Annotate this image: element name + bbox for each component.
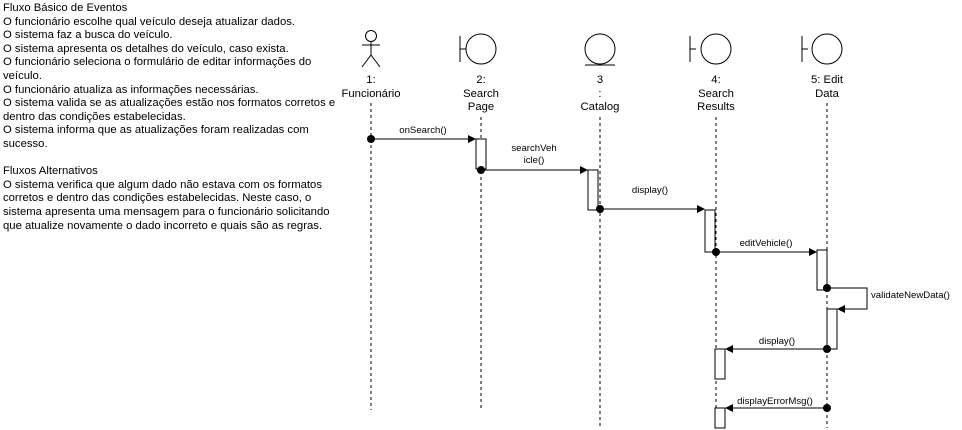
participant-label-line: 5: Edit bbox=[810, 74, 844, 86]
participant-label-search-results: 4: Search Results bbox=[671, 74, 761, 115]
basic-flow-line: O sistema informa que as atualizações fo… bbox=[3, 124, 309, 150]
message-label-display1: display() bbox=[631, 185, 669, 196]
message-source-dot bbox=[823, 404, 831, 412]
participant-label-catalog: 3 : Catalog bbox=[555, 74, 645, 115]
boundary-icon bbox=[801, 33, 843, 65]
basic-flow-line: O sistema valida se as atualizações estã… bbox=[3, 97, 336, 123]
participant-label-line: Funcionário bbox=[341, 87, 401, 100]
message-source-dot bbox=[596, 205, 604, 213]
message-label-editvehicle: editVehicle() bbox=[739, 238, 793, 249]
participant-label-line: 2: bbox=[476, 74, 486, 86]
participant-label-funcionario: 1: Funcionário bbox=[326, 74, 416, 101]
activation-bar bbox=[826, 308, 838, 350]
message-source-dot bbox=[712, 248, 720, 256]
message-source-dot bbox=[823, 345, 831, 353]
activation-bar bbox=[714, 407, 726, 429]
message-label-line: searchVeh bbox=[511, 143, 557, 154]
entity-icon bbox=[584, 33, 616, 66]
activation-bar bbox=[475, 138, 487, 170]
use-case-notes: Fluxo Básico de Eventos O funcionário es… bbox=[3, 2, 338, 233]
participant-label-search-page: 2: Search Page bbox=[436, 74, 526, 115]
activation-bar bbox=[704, 209, 716, 253]
message-source-dot bbox=[823, 284, 831, 292]
message-validatenewdata-arrow bbox=[827, 287, 868, 313]
basic-flow-line: O funcionário seleciona o formulário de … bbox=[3, 56, 312, 82]
boundary-icon bbox=[689, 33, 732, 65]
participant-label-line: 3 bbox=[596, 74, 604, 86]
basic-flow-line: O funcionário escolhe qual veículo desej… bbox=[3, 15, 296, 28]
basic-flow-line: O sistema faz a busca do veículo. bbox=[3, 29, 173, 42]
activation-bar bbox=[587, 169, 599, 211]
activation-bar bbox=[714, 348, 726, 380]
message-label-displayerrormsg: displayErrorMsg() bbox=[737, 396, 813, 407]
alt-flow-text: O sistema verifica que algum dado não es… bbox=[3, 178, 330, 232]
activation-bar bbox=[816, 249, 828, 291]
message-source-dot bbox=[367, 135, 375, 143]
message-label-onsearch: onSearch() bbox=[399, 125, 447, 136]
participant-label-line: 1: bbox=[366, 74, 376, 86]
message-label-searchvehicle: searchVeh icle() bbox=[502, 143, 566, 166]
participant-label-line: Search bbox=[463, 87, 499, 100]
participant-label-line: Page bbox=[467, 101, 495, 114]
participant-label-line: Catalog bbox=[580, 101, 620, 114]
alt-flow-title: Fluxos Alternativos bbox=[3, 165, 98, 178]
message-label-validatenewdata: validateNewData() bbox=[871, 290, 950, 301]
message-source-dot bbox=[477, 166, 485, 174]
basic-flow-title: Fluxo Básico de Eventos bbox=[3, 2, 128, 14]
basic-flow-line: O funcionário atualiza as informações ne… bbox=[3, 83, 259, 96]
participant-label-line: Search bbox=[698, 87, 734, 100]
participant-label-line: 4: bbox=[711, 74, 721, 86]
participant-label-line: Data bbox=[815, 87, 839, 100]
boundary-icon bbox=[459, 33, 497, 65]
basic-flow-line: O sistema apresenta os detalhes do veícu… bbox=[3, 42, 289, 55]
actor-icon bbox=[361, 30, 381, 68]
message-label-line: icle() bbox=[523, 154, 545, 166]
participant-label-edit-data: 5: Edit Data bbox=[782, 74, 872, 101]
message-label-display2: display() bbox=[758, 336, 796, 347]
participant-label-line: : bbox=[598, 87, 602, 100]
participant-label-line: Results bbox=[697, 101, 735, 114]
